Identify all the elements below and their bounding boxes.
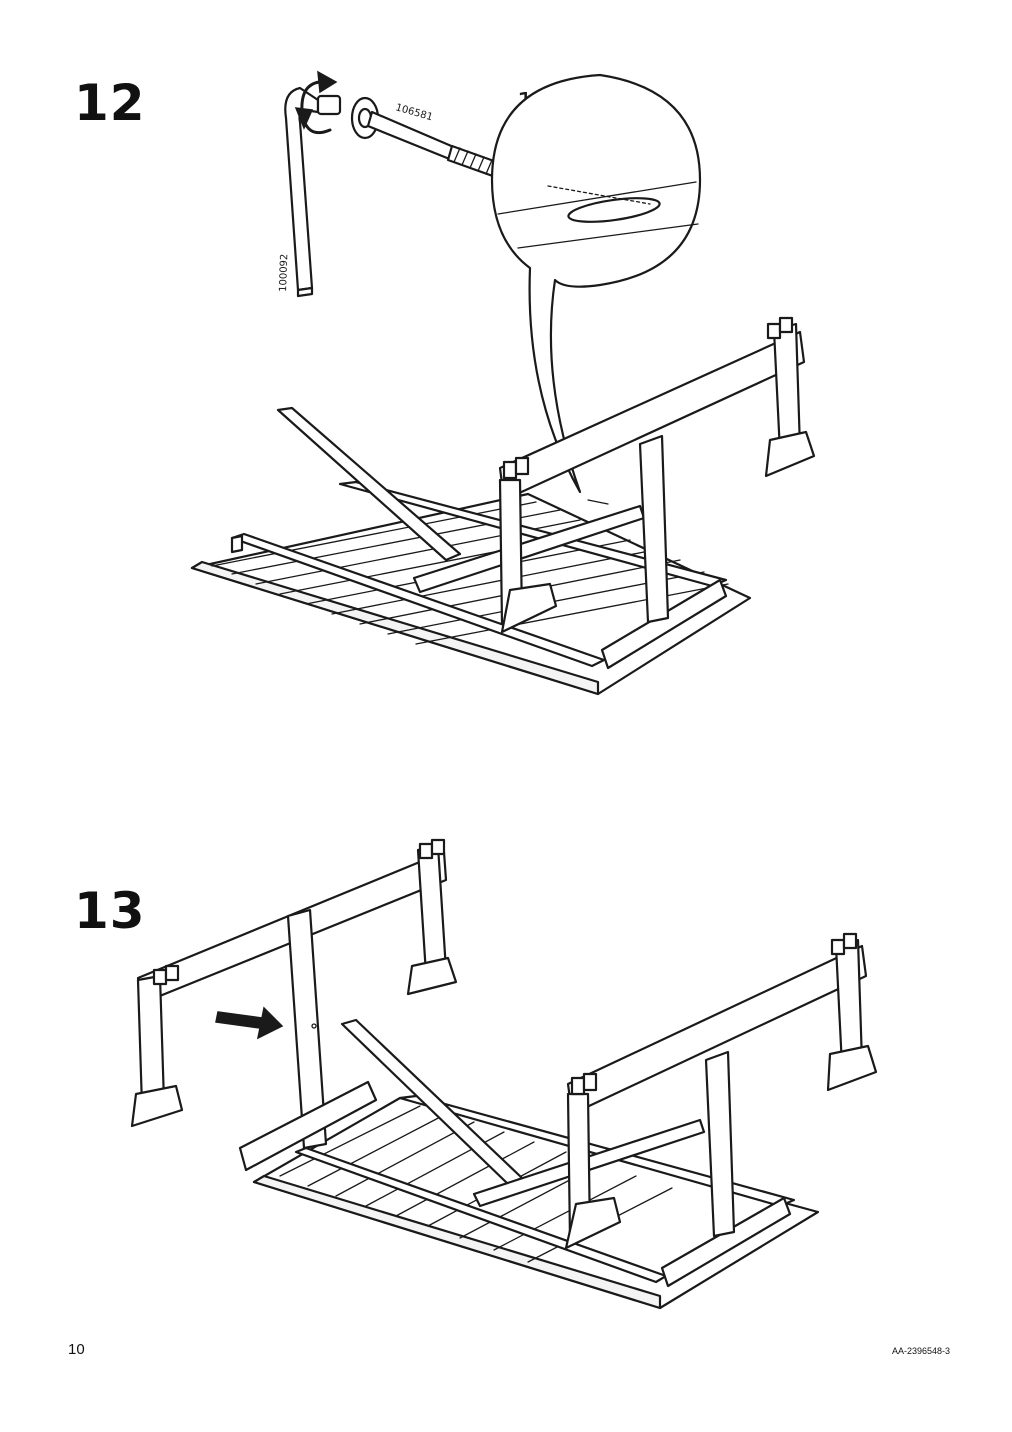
step-13-number: 13	[74, 882, 146, 940]
document-code: AA-2396548-3	[891, 1346, 950, 1356]
table-assembly-step-12	[190, 316, 816, 696]
page-number: 10	[68, 1341, 85, 1358]
table-assembly-step-13	[130, 838, 878, 1310]
step-12-number: 12	[74, 74, 146, 132]
step-12-illustration: 100092 106581 1x	[190, 70, 816, 696]
allen-key-icon	[284, 70, 342, 298]
allen-key-part-label: 100092	[278, 254, 290, 293]
arrow-icon	[215, 1006, 284, 1040]
bolt-part-label: 106581	[394, 102, 434, 123]
detail-callout	[490, 73, 702, 494]
